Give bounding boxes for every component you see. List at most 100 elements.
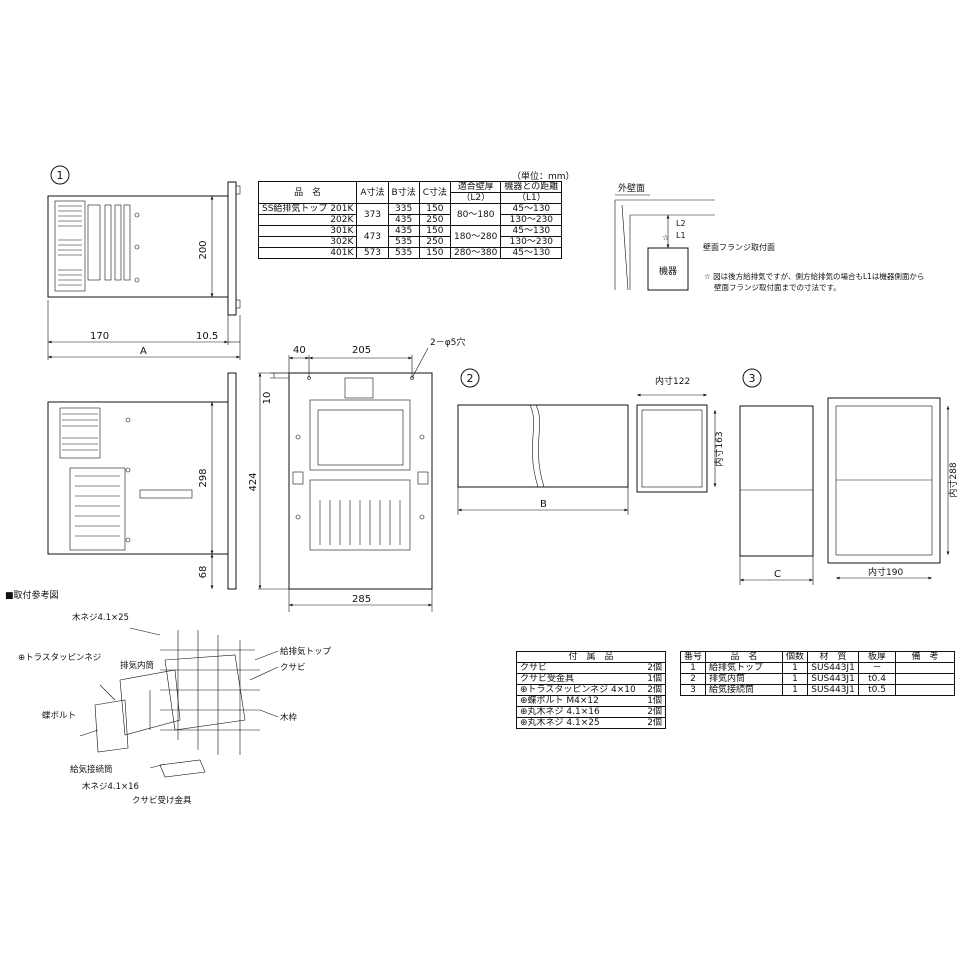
wall-diagram: 外壁面 機器 ☆ L1 L2 壁面フランジ取付面 ☆ 図は後方給排気ですが、側方…: [614, 182, 924, 292]
col-qty: 個数: [782, 651, 809, 663]
parts-table: 番号 品 名 個数 材 質 板厚 備 考 1 給排気トップ 1 SUS443J1…: [679, 651, 956, 696]
cell: 250: [418, 214, 452, 226]
svg-text:3: 3: [749, 372, 756, 385]
cell: 給気接続筒: [705, 684, 784, 696]
table-row: SS給排気トップ 201K 373 335 150 80～180 45～130: [257, 203, 563, 226]
cell: 473: [356, 225, 389, 248]
flange-front-view: 40 205 2－φ5穴 10 424 285: [248, 336, 465, 612]
cell: SUS443J1: [807, 673, 860, 685]
svg-text:排気内筒: 排気内筒: [120, 660, 154, 671]
svg-text:40: 40: [293, 345, 306, 356]
svg-text:2: 2: [467, 372, 474, 385]
cell: 80～180: [450, 203, 502, 226]
cell: 573: [356, 247, 389, 259]
svg-text:205: 205: [352, 345, 371, 356]
svg-text:木ネジ4.1×16: 木ネジ4.1×16: [82, 781, 139, 792]
cell: 302K: [257, 236, 358, 248]
cell: 150: [418, 225, 452, 237]
col-part-name: 品 名: [705, 651, 784, 663]
svg-text:C: C: [774, 569, 781, 580]
cell: 180～280: [450, 225, 502, 248]
cell: t0.4: [858, 673, 897, 685]
col-note: 備 考: [895, 651, 956, 663]
cell: 280～380: [450, 247, 502, 259]
unit-note: （単位：mm）: [512, 172, 575, 182]
svg-text:木ネジ4.1×25: 木ネジ4.1×25: [72, 612, 129, 623]
svg-text:170: 170: [90, 331, 109, 342]
svg-text:L1: L1: [676, 231, 686, 240]
col-name: 品 名: [257, 181, 358, 204]
section-2-view: 2 B 内寸122 内寸163: [457, 368, 725, 515]
table-row: 202K 435 250 130～230: [257, 214, 563, 226]
svg-text:給気接続筒: 給気接続筒: [70, 764, 113, 775]
section-1-marker: 1: [50, 165, 70, 185]
svg-text:内寸163: 内寸163: [713, 431, 725, 466]
cell: ⊕トラスタッピンネジ 4×10: [516, 684, 644, 696]
cell: 45～130: [500, 247, 563, 259]
cell: 1個: [643, 673, 667, 685]
svg-text:68: 68: [198, 566, 209, 579]
accessory-header: 付 属 品: [516, 651, 666, 663]
svg-text:424: 424: [248, 472, 259, 491]
svg-text:A: A: [140, 346, 147, 357]
svg-text:クサビ: クサビ: [280, 663, 306, 673]
cell: 1個: [643, 695, 667, 707]
cell: 373: [356, 203, 389, 226]
cell: 1: [782, 684, 809, 696]
table-row: 2 排気内筒 1 SUS443J1 t0.4: [679, 673, 956, 685]
svg-text:☆: ☆: [662, 233, 669, 242]
cell: 435: [387, 225, 420, 237]
cell: 130～230: [500, 236, 563, 248]
svg-text:給排気トップ: 給排気トップ: [280, 646, 332, 657]
table-row: 3 給気接続筒 1 SUS443J1 t0.5: [679, 684, 956, 696]
svg-text:内寸122: 内寸122: [655, 375, 690, 387]
mounting-illustration: ■取付参考図 木ネジ4.1×25 ⊕トラスタッピンネジ 排気内筒 蝶ボルト 給気…: [5, 589, 332, 806]
svg-text:⊕トラスタッピンネジ: ⊕トラスタッピンネジ: [18, 653, 101, 663]
cell: 2個: [643, 662, 667, 674]
svg-text:クサビ受け金具: クサビ受け金具: [132, 795, 192, 806]
col-c: C寸法: [418, 181, 452, 204]
cell: ⊕蝶ボルト M4×12: [516, 695, 644, 707]
svg-text:蝶ボルト: 蝶ボルト: [42, 710, 76, 721]
cell: 2個: [643, 684, 667, 696]
svg-text:L2: L2: [676, 219, 686, 228]
cell: [895, 684, 956, 696]
cell: 301K: [257, 225, 358, 237]
cell: 給排気トップ: [705, 662, 784, 674]
cell: SS給排気トップ 201K: [257, 203, 358, 215]
cell: t0.5: [858, 684, 897, 696]
table-row: 301K 473 435 150 180～280 45～130: [257, 225, 563, 248]
col-no: 番号: [679, 651, 707, 663]
cell: 401K: [257, 247, 358, 259]
cell: SUS443J1: [807, 684, 860, 696]
cell: 130～230: [500, 214, 563, 226]
cell: 2個: [643, 706, 667, 718]
col-dist: 機器との距離: [500, 181, 563, 193]
svg-text:■取付参考図: ■取付参考図: [5, 589, 59, 601]
col-material: 材 質: [807, 651, 860, 663]
col-wall: 適合壁厚: [450, 181, 502, 193]
cell: [895, 673, 956, 685]
cell: 535: [387, 247, 420, 259]
front-view-top: 200 170 10.5 A: [47, 181, 241, 360]
col-thickness: 板厚: [858, 651, 897, 663]
svg-text:壁面フランジ取付面: 壁面フランジ取付面: [703, 242, 775, 252]
cell: クサビ受金具: [516, 673, 644, 685]
cell: ⊕丸木ネジ 4.1×16: [516, 706, 644, 718]
cell: [895, 662, 956, 674]
cell: 435: [387, 214, 420, 226]
svg-text:B: B: [540, 499, 547, 510]
svg-text:1: 1: [57, 169, 64, 182]
cell: 2: [679, 673, 707, 685]
svg-text:木枠: 木枠: [280, 712, 298, 723]
svg-text:外壁面: 外壁面: [618, 182, 645, 194]
spec-table: 品 名 A寸法 B寸法 C寸法 適合壁厚 機器との距離 （L2） （L1） SS…: [257, 181, 563, 259]
cell: 1: [679, 662, 707, 674]
